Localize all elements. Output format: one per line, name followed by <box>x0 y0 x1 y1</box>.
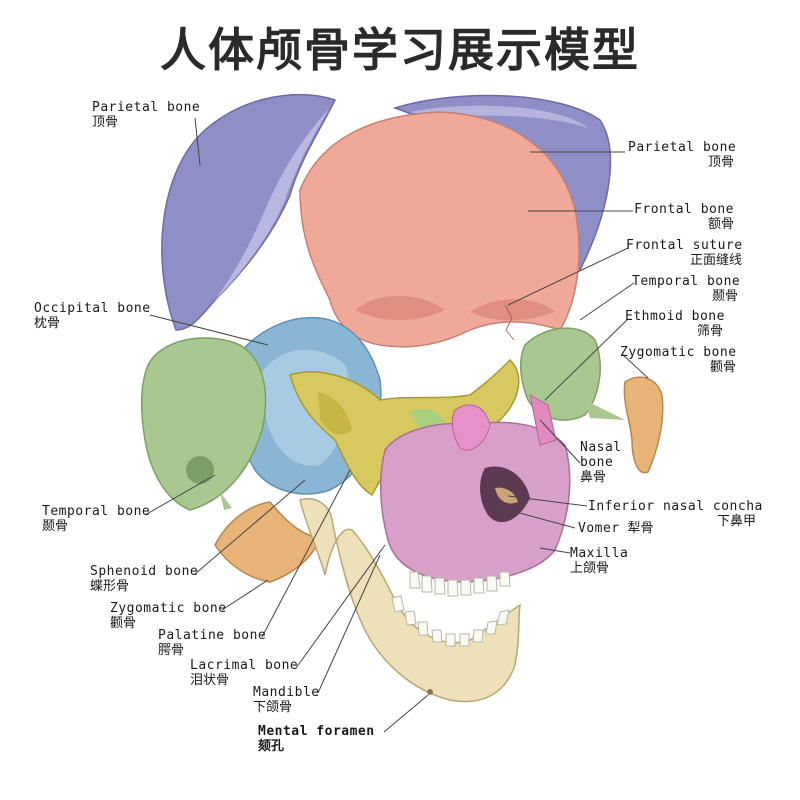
label-sphenoid: Sphenoid bone 蝶形骨 <box>90 564 199 594</box>
sphenoid-wing <box>318 392 352 435</box>
label-mandible: Mandible 下颌骨 <box>253 685 320 715</box>
temporal-bone-left <box>140 337 267 511</box>
parietal-inner-right <box>410 105 588 128</box>
label-parietal-left: Parietal bone 顶骨 <box>92 100 201 130</box>
label-frontal: Frontal bone 额骨 <box>634 202 734 232</box>
ear-canal <box>186 456 214 484</box>
parietal-inner-left <box>215 108 330 300</box>
label-zygomatic-right: Zygomatic bone 颧骨 <box>620 345 737 375</box>
nasal-bone <box>529 394 557 446</box>
inferior-nasal-concha <box>495 487 518 504</box>
upper-teeth <box>409 571 511 597</box>
leader-lines <box>144 117 649 733</box>
temporal-process-right <box>585 400 625 420</box>
mental-foramen-hole <box>427 689 433 695</box>
label-frontal-suture: Frontal suture 正面缝线 <box>626 238 743 268</box>
label-vomer: Vomer 犁骨 <box>578 521 654 536</box>
label-parietal-right: Parietal bone 顶骨 <box>628 140 737 170</box>
label-maxilla: Maxilla 上颌骨 <box>570 546 629 576</box>
mandible-bone <box>299 498 521 703</box>
frontal-suture-line <box>504 304 515 341</box>
label-palatine: Palatine bone 腭骨 <box>158 628 267 658</box>
ethmoid-bone <box>451 404 491 451</box>
label-lacrimal: Lacrimal bone 泪状骨 <box>190 658 299 688</box>
temporal-bone-right <box>520 327 601 421</box>
label-zygomatic-left: Zygomatic bone 颧骨 <box>110 601 227 631</box>
sphenoid-bone <box>289 358 520 497</box>
label-mental-foramen: Mental foramen 颏孔 <box>258 724 375 754</box>
frontal-orbit-left <box>355 295 445 321</box>
styloid-process <box>220 492 232 510</box>
diagram-title: 人体颅骨学习展示模型 <box>160 23 640 77</box>
label-inferior-nasal-concha: Inferior nasal concha 下鼻甲 <box>588 499 763 529</box>
label-ethmoid: Ethmoid bone 筛骨 <box>625 309 725 339</box>
frontal-orbit-right <box>470 299 555 321</box>
label-nasal: Nasal bone 鼻骨 <box>580 440 622 485</box>
label-temporal-right: Temporal bone 颞骨 <box>632 274 741 304</box>
lower-teeth <box>391 595 510 647</box>
label-occipital: Occipital bone 枕骨 <box>34 301 151 331</box>
zygomatic-bone-right <box>623 376 664 474</box>
label-temporal-left: Temporal bone 颞骨 <box>42 504 151 534</box>
